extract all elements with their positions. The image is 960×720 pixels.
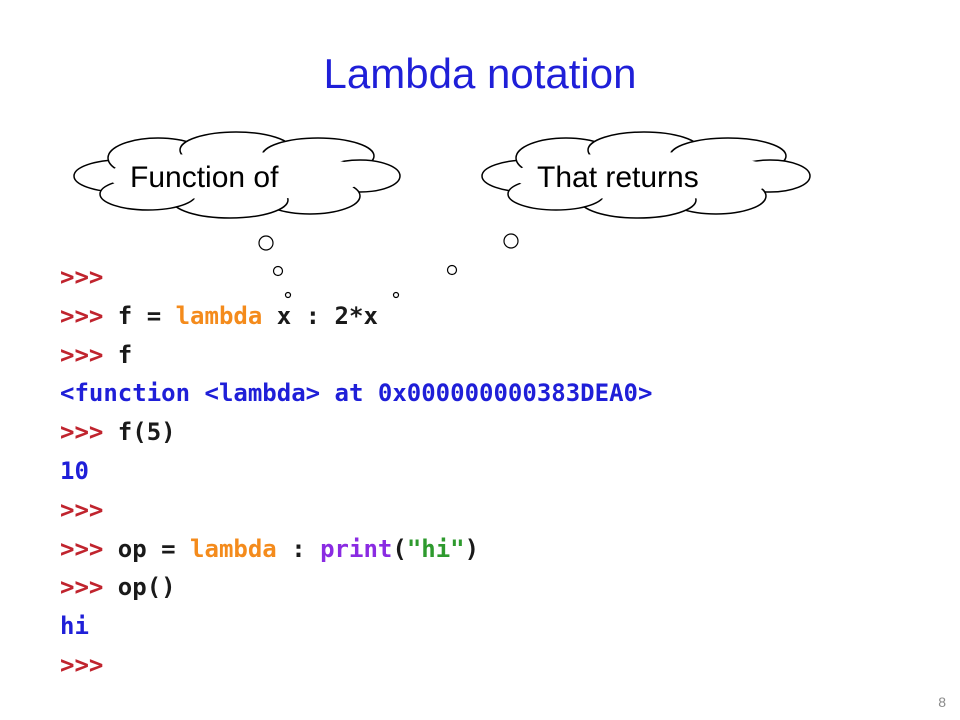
- thought-trail-left: [258, 235, 292, 299]
- page-number: 8: [938, 694, 946, 710]
- code-line: >>> op(): [60, 573, 176, 602]
- code-line: >>> f: [60, 340, 133, 369]
- thought-cloud-left: [73, 131, 401, 219]
- python-shell-transcript: >>> >>> f = lambda x : 2*x >>> f <function …: [60, 258, 652, 685]
- callout-that-returns: That returns: [537, 161, 699, 194]
- code-line: >>>: [60, 495, 104, 524]
- code-line: >>> op = lambda : print("hi"): [60, 534, 480, 563]
- thought-bubbles: Function of That returns: [73, 131, 811, 299]
- code-line: 10: [60, 456, 89, 485]
- code-line: <function <lambda> at 0x000000000383DEA0…: [60, 379, 653, 408]
- code-line: >>>: [60, 650, 104, 679]
- code-line: >>> f = lambda x : 2*x: [60, 301, 378, 330]
- slide-title: Lambda notation: [323, 50, 637, 97]
- callout-function-of: Function of: [130, 161, 279, 194]
- code-line: >>> f(5): [60, 418, 176, 447]
- code-line: hi: [60, 612, 89, 641]
- code-line: >>>: [60, 263, 104, 291]
- thought-trail-right: [392, 233, 519, 299]
- thought-cloud-right: [481, 131, 811, 219]
